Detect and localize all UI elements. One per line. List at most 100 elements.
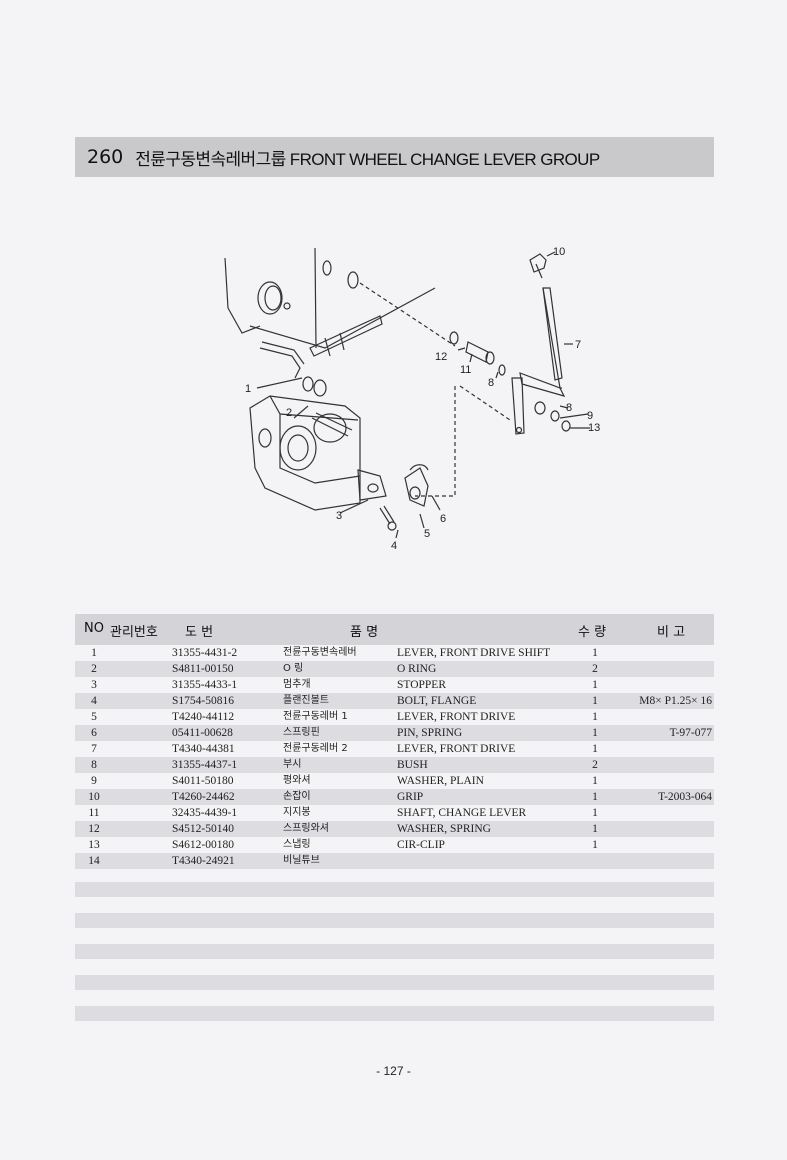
part-name-english: BUSH [397,759,428,771]
row-number: 3 [91,679,97,691]
table-row: 5 T4240-44112 전륜구동레버 1 LEVER, FRONT DRIVE 1 [75,709,714,725]
quantity: 1 [592,823,598,835]
parts-table: NO 관리번호 도 번 품 명 수 량 비 고 1 31355-4431-2 전륜구… [75,614,714,869]
callout-5: 5 [424,528,430,540]
callout-12: 12 [435,351,447,363]
table-row: 12 S4512-50140 스프링와셔 WASHER, SPRING 1 [75,821,714,837]
quantity: 1 [592,839,598,851]
quantity: 1 [592,727,598,739]
part-code: 31355-4433-1 [172,679,238,691]
row-number: 8 [91,759,97,771]
part-name-korean: O 링 [283,663,304,674]
remark: T-97-077 [669,727,712,739]
part-code: 31355-4431-2 [172,647,238,659]
quantity: 1 [592,679,598,691]
part-code: S1754-50816 [172,695,234,707]
part-code: T4240-44112 [172,711,235,723]
part-name-english: PIN, SPRING [397,727,463,739]
row-number: 9 [91,775,97,787]
exploded-parts-diagram: 1 2 3 4 5 6 7 8 8 9 10 11 12 13 [224,246,600,552]
row-number: 1 [91,647,97,659]
row-number: 5 [91,711,97,723]
header-mgmt-no: 관리번호 [110,625,158,640]
row-number: 6 [91,727,97,739]
row-number: 7 [91,743,97,755]
part-name-english: O RING [397,663,437,675]
callout-1: 1 [245,383,251,395]
quantity: 2 [592,759,598,771]
part-name-korean: 부시 [283,759,302,770]
quantity: 1 [592,647,598,659]
part-name-korean: 손잡이 [283,791,311,802]
row-number: 12 [88,823,100,835]
part-name-korean: 전륜구동변속레버 [283,647,357,658]
part-name-korean: 스냅링 [283,839,311,850]
part-name-english: WASHER, PLAIN [397,775,484,787]
table-row: 7 T4340-44381 전륜구동레버 2 LEVER, FRONT DRIVE 1 [75,741,714,757]
part-name-english: GRIP [397,791,424,803]
row-number: 10 [88,791,100,803]
part-name-english: LEVER, FRONT DRIVE SHIFT [397,647,551,659]
row-number: 2 [91,663,97,675]
part-code: T4340-24921 [172,855,235,867]
part-code: 32435-4439-1 [172,807,238,819]
section-number: 260 [87,146,124,168]
part-name-english: LEVER, FRONT DRIVE [397,711,516,723]
callout-13: 13 [588,422,600,434]
callout-3: 3 [336,510,342,522]
header-part-code: 도 번 [185,625,214,640]
callout-7: 7 [575,339,581,351]
part-name-english: CIR-CLIP [397,839,445,851]
row-number: 14 [88,855,100,867]
part-name-korean: 지지봉 [283,807,311,818]
part-name-english: WASHER, SPRING [397,823,491,835]
table-header: NO 관리번호 도 번 품 명 수 량 비 고 [75,614,714,645]
callout-2: 2 [286,407,292,419]
callout-8b: 8 [566,402,572,414]
callout-8a: 8 [488,377,494,389]
quantity: 1 [592,791,598,803]
part-name-english: BOLT, FLANGE [397,695,477,707]
quantity: 1 [592,695,598,707]
table-row: 1 31355-4431-2 전륜구동변속레버 LEVER, FRONT DRIVE … [75,645,714,661]
quantity: 1 [592,743,598,755]
part-code: 05411-00628 [172,727,233,739]
part-code: S4011-50180 [172,775,234,787]
remark: M8× P1.25× 16 [639,695,712,707]
part-name-english: SHAFT, CHANGE LEVER [397,807,527,819]
part-name-english: LEVER, FRONT DRIVE [397,743,516,755]
part-code: T4260-24462 [172,791,235,803]
header-remark: 비 고 [657,625,686,640]
table-row: 8 31355-4437-1 부시 BUSH 2 [75,757,714,773]
part-code: T4340-44381 [172,743,235,755]
row-number: 13 [88,839,100,851]
section-title: 전륜구동변속레버그룹 FRONT WHEEL CHANGE LEVER GROU… [135,149,600,169]
part-code: S4512-50140 [172,823,234,835]
part-code: 31355-4437-1 [172,759,238,771]
part-name-korean: 멈추개 [283,679,311,690]
callout-6: 6 [440,513,446,525]
table-row: 4 S1754-50816 플랜진볼트 BOLT, FLANGE 1 M8× P1.25×… [75,693,714,709]
part-name-english: STOPPER [397,679,447,691]
callout-4: 4 [391,540,397,552]
callout-11: 11 [460,364,471,376]
quantity: 1 [592,807,598,819]
part-name-korean: 전륜구동레버 1 [283,711,348,722]
row-number: 4 [91,695,97,707]
blank-table-rows [75,882,714,1037]
part-name-korean: 플랜진볼트 [283,695,329,706]
callout-10: 10 [553,246,565,258]
header-quantity: 수 량 [578,625,607,640]
quantity: 1 [592,711,598,723]
page-number: - 127 - [376,1064,411,1078]
part-name-korean: 전륜구동레버 2 [283,743,348,754]
table-body: 1 31355-4431-2 전륜구동변속레버 LEVER, FRONT DRIVE … [75,645,714,869]
table-row: 3 31355-4433-1 멈추개 STOPPER 1 [75,677,714,693]
part-name-korean: 스프링와셔 [283,823,329,834]
